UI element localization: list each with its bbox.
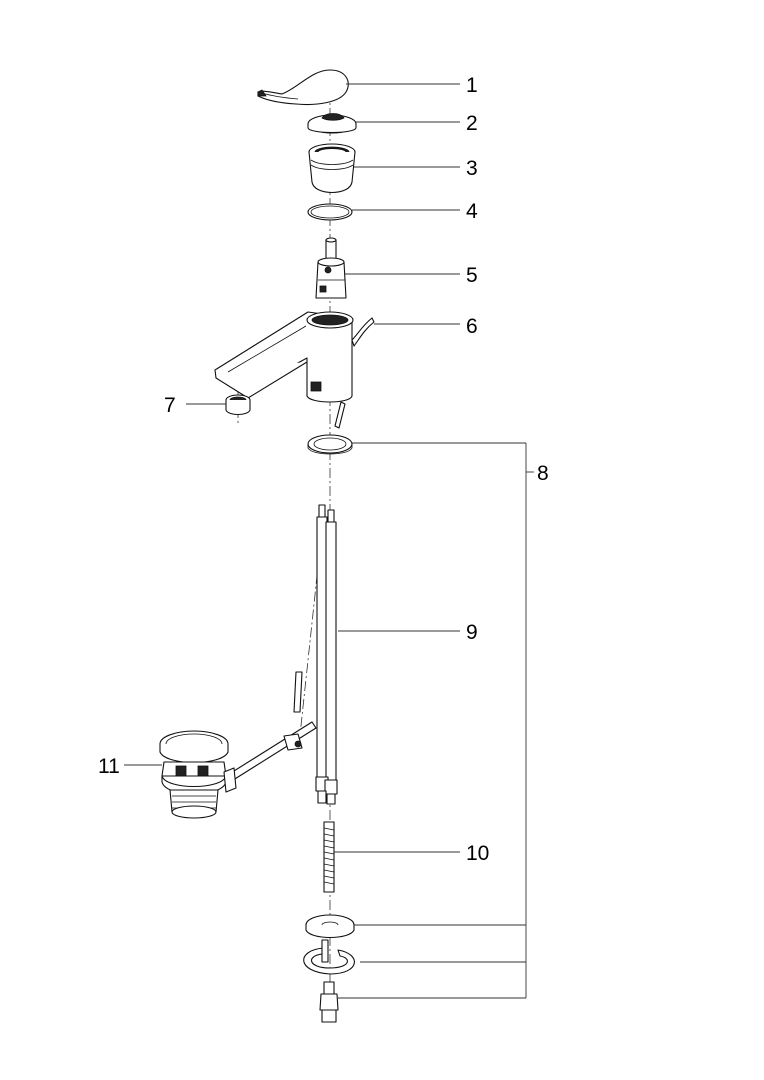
drain-pull-rod	[225, 671, 317, 783]
o-ring	[307, 203, 353, 221]
lever-handle	[257, 69, 349, 106]
callout-7: 7	[164, 394, 176, 417]
callout-5: 5	[466, 264, 478, 287]
callout-6: 6	[466, 315, 478, 338]
mounting-gasket	[307, 434, 353, 455]
aerator	[225, 394, 251, 416]
callout-4: 4	[466, 200, 478, 223]
threaded-ring	[308, 143, 356, 193]
cap-cover	[307, 113, 357, 134]
faucet-body	[214, 311, 375, 429]
callout-9: 9	[466, 621, 478, 644]
fixing-set	[303, 914, 355, 1023]
pop-up-waste	[159, 730, 237, 819]
callout-11: 11	[98, 755, 120, 778]
callout-1: 1	[466, 74, 478, 97]
leader-lines	[124, 83, 534, 999]
callout-8: 8	[537, 462, 549, 485]
threaded-stud	[323, 821, 335, 893]
callout-10: 10	[466, 842, 489, 865]
flexible-hoses	[315, 504, 338, 805]
callout-3: 3	[466, 157, 478, 180]
callout-2: 2	[466, 112, 478, 135]
cartridge	[315, 237, 347, 299]
